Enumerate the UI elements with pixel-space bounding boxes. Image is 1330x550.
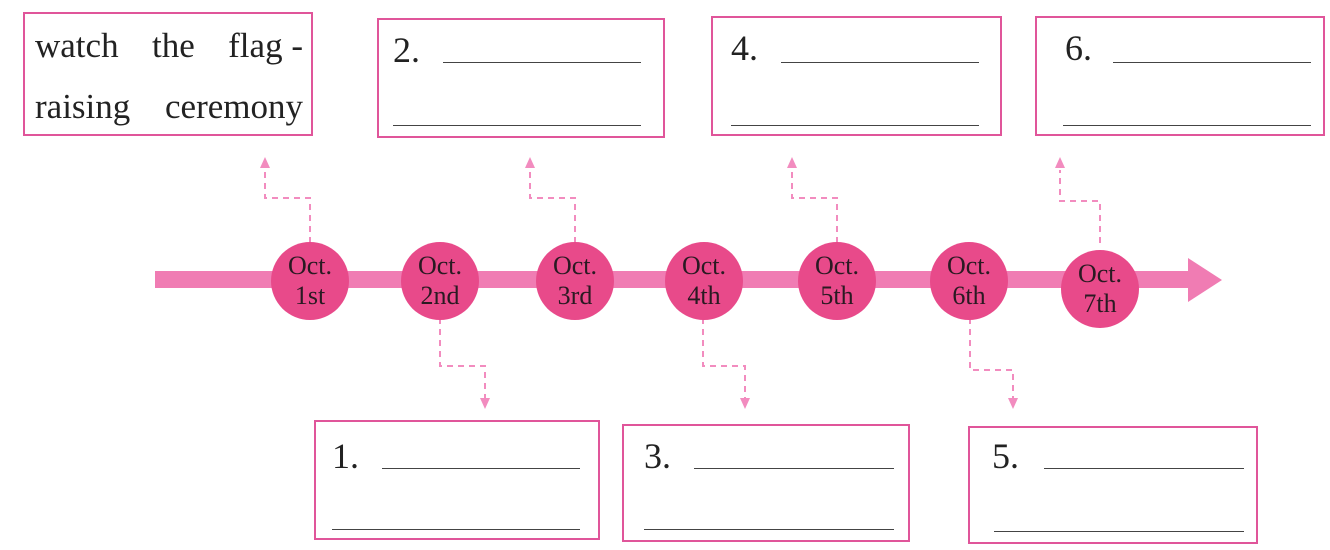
date-month: Oct.: [946, 251, 992, 280]
date-node-oct-5: Oct. 5th: [798, 242, 876, 320]
connector-oct1: [264, 170, 311, 243]
date-node-oct-2: Oct. 2nd: [401, 242, 479, 320]
answer-number-3: 3.: [644, 436, 671, 476]
answer-box-4: 4.: [711, 16, 1002, 136]
answer-box-2: 2.: [377, 18, 665, 138]
event-word: ceremony: [165, 87, 303, 126]
answer-line-4a[interactable]: [781, 62, 979, 63]
connector-oct7: [1059, 170, 1101, 243]
connector-oct2: [439, 318, 486, 398]
date-month: Oct.: [814, 251, 860, 280]
answer-line-6b[interactable]: [1063, 125, 1311, 126]
answer-box-6: 6.: [1035, 16, 1325, 136]
answer-box-3: 3.: [622, 424, 910, 542]
date-month: Oct.: [552, 251, 598, 280]
connector-arrowhead: [1008, 398, 1018, 409]
date-day: 5th: [820, 281, 854, 310]
answer-number-2: 2.: [393, 30, 420, 70]
event-word: flag -: [228, 26, 303, 65]
date-month: Oct.: [417, 251, 463, 280]
answer-line-1b[interactable]: [332, 529, 580, 530]
date-node-oct-3: Oct. 3rd: [536, 242, 614, 320]
event-box-oct-1: watch the flag - raising ceremony: [23, 12, 313, 136]
answer-line-6a[interactable]: [1113, 62, 1311, 63]
date-month: Oct.: [1077, 259, 1123, 288]
date-day: 6th: [952, 281, 986, 310]
event-word: the: [151, 26, 195, 65]
date-day: 4th: [687, 281, 721, 310]
answer-line-4b[interactable]: [731, 125, 979, 126]
answer-line-2b[interactable]: [393, 125, 641, 126]
connector-oct4: [702, 318, 746, 398]
answer-line-1a[interactable]: [382, 468, 580, 469]
date-day: 1st: [294, 281, 326, 310]
answer-line-2a[interactable]: [443, 62, 641, 63]
event-word: watch: [35, 26, 119, 65]
connector-arrowhead: [260, 157, 270, 168]
connector-oct5: [791, 170, 838, 243]
event-text-line-1: watch the flag -: [35, 28, 303, 63]
date-month: Oct.: [287, 251, 333, 280]
connector-arrowhead: [787, 157, 797, 168]
connector-arrowhead: [740, 398, 750, 409]
connector-arrowhead: [480, 398, 490, 409]
connector-oct6: [969, 318, 1014, 398]
connector-arrowhead: [525, 157, 535, 168]
answer-number-4: 4.: [731, 28, 758, 68]
answer-number-5: 5.: [992, 436, 1019, 476]
date-node-oct-7: Oct. 7th: [1061, 250, 1139, 328]
event-text-line-2: raising ceremony: [35, 89, 303, 124]
date-month: Oct.: [681, 251, 727, 280]
answer-line-3a[interactable]: [694, 468, 894, 469]
answer-number-1: 1.: [332, 436, 359, 476]
connector-oct3: [529, 170, 576, 243]
answer-number-6: 6.: [1065, 28, 1092, 68]
date-day: 3rd: [557, 281, 593, 310]
date-day: 7th: [1083, 289, 1117, 318]
date-day: 2nd: [420, 281, 460, 310]
answer-box-1: 1.: [314, 420, 600, 540]
answer-line-3b[interactable]: [644, 529, 894, 530]
answer-line-5a[interactable]: [1044, 468, 1244, 469]
date-node-oct-1: Oct. 1st: [271, 242, 349, 320]
date-node-oct-4: Oct. 4th: [665, 242, 743, 320]
date-node-oct-6: Oct. 6th: [930, 242, 1008, 320]
answer-box-5: 5.: [968, 426, 1258, 544]
event-word: raising: [35, 87, 131, 126]
answer-line-5b[interactable]: [994, 531, 1244, 532]
connector-arrowhead: [1055, 157, 1065, 168]
